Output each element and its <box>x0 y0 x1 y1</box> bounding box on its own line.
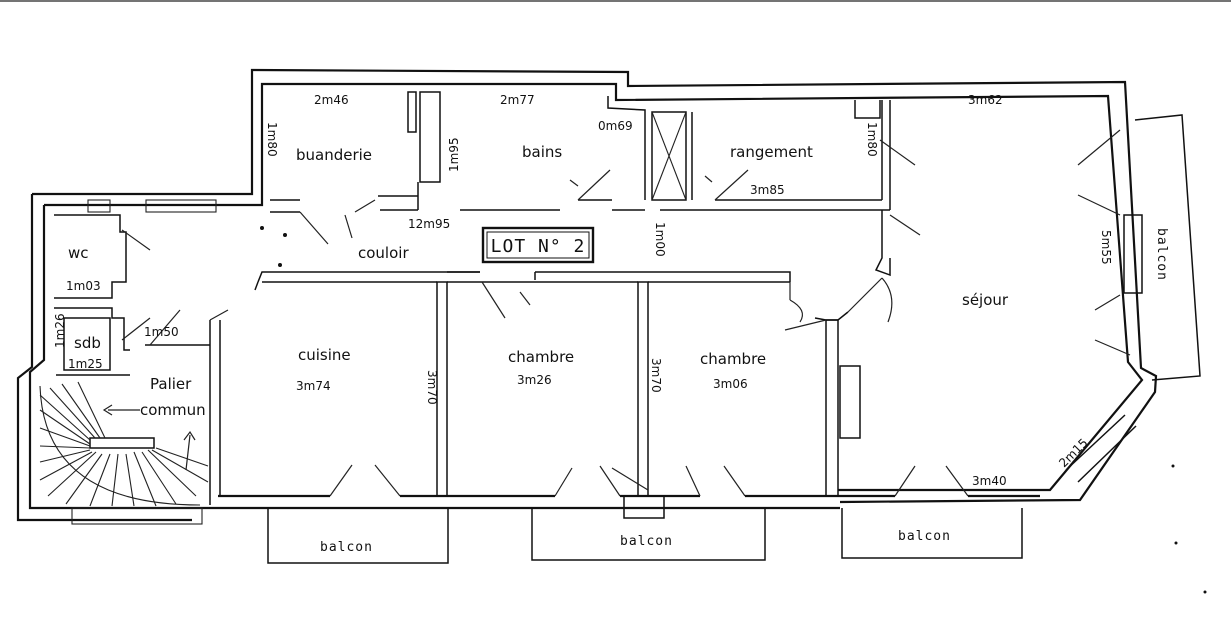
dim-chambre1-width: 3m26 <box>517 373 552 387</box>
lot-label-box <box>481 226 595 264</box>
balconies <box>71 114 1201 564</box>
staircase <box>39 381 209 507</box>
balcony-label-1: balcon <box>320 540 373 555</box>
dim-chambre2-width: 3m06 <box>713 377 748 391</box>
dim-rangement-width: 3m85 <box>750 183 785 197</box>
balcony-label-2: balcon <box>620 534 673 549</box>
dim-rangement-depth: 1m80 <box>865 122 879 157</box>
dim-sejour-bottom: 3m40 <box>972 474 1007 488</box>
room-couloir: couloir <box>358 244 409 262</box>
dim-bains-depth: 1m95 <box>447 137 461 172</box>
outer-walls <box>16 68 1158 522</box>
dim-cuisine-depth: 3m70 <box>425 370 439 405</box>
dim-buanderie-depth: 1m80 <box>265 122 279 157</box>
room-palier-line2: commun <box>140 401 206 419</box>
room-palier-line1: Palier <box>150 375 192 393</box>
room-bains: bains <box>522 143 562 161</box>
room-cuisine: cuisine <box>298 346 351 364</box>
dot-marks <box>260 226 1207 594</box>
room-sejour: séjour <box>962 291 1009 309</box>
room-chambre-2: chambre <box>700 350 766 368</box>
dim-sejour-side: 5m55 <box>1099 230 1113 265</box>
dimension-labels: 2m46 1m80 2m77 1m95 0m69 1m80 3m85 3m62 … <box>53 93 1113 488</box>
dim-couloir-width: 1m00 <box>653 222 667 257</box>
dim-cuisine-width: 3m74 <box>296 379 331 393</box>
lot-label-inner-box <box>486 231 590 259</box>
room-wc: wc <box>68 244 89 262</box>
dim-wc: 1m03 <box>66 279 101 293</box>
dim-sejour-corner: 2m15 <box>1056 436 1090 470</box>
room-chambre-1: chambre <box>508 348 574 366</box>
interior-walls <box>54 91 891 505</box>
corner-window <box>1065 414 1137 483</box>
balcony-labels: balcon balcon balcon balcon <box>320 228 1169 555</box>
balcony-label-3: balcon <box>898 529 951 544</box>
dim-bains-niche: 0m69 <box>598 119 633 133</box>
door-swings <box>121 129 1131 497</box>
room-buanderie: buanderie <box>296 146 372 164</box>
dim-sdb-depth: 1m26 <box>53 313 67 348</box>
dim-passage: 1m50 <box>144 325 179 339</box>
room-labels: buanderie bains rangement couloir wc sdb… <box>68 143 1009 419</box>
dim-chambre1-depth: 3m70 <box>649 358 663 393</box>
lot-label: LOT N° 2 <box>491 236 586 257</box>
dim-bains-width: 2m77 <box>500 93 535 107</box>
room-sdb: sdb <box>74 334 101 352</box>
dim-buanderie-width: 2m46 <box>314 93 349 107</box>
balcony-label-4: balcon <box>1154 228 1169 281</box>
room-rangement: rangement <box>730 143 813 161</box>
dim-couloir-length: 12m95 <box>408 217 450 231</box>
dim-sdb-width: 1m25 <box>68 357 103 371</box>
dim-sejour-top: 3m62 <box>968 93 1003 107</box>
